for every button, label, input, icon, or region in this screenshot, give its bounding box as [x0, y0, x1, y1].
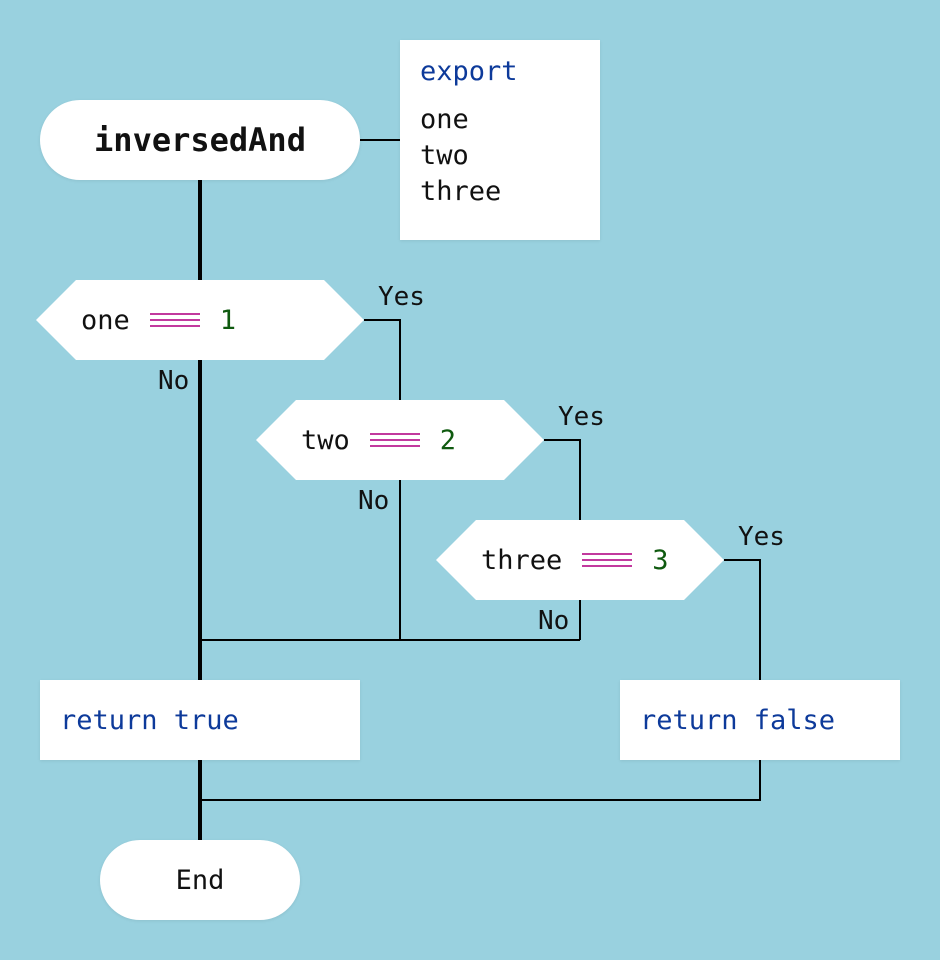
cond1-yes-branch [364, 319, 401, 400]
param-two: two [420, 140, 469, 171]
end-terminal: End [100, 840, 300, 920]
return-true-box: return true [40, 680, 360, 760]
cond2-no-label: No [358, 486, 390, 516]
cond1-yes-label: Yes [378, 282, 425, 312]
strict-equals-operator [150, 312, 200, 328]
param-three: three [420, 176, 502, 207]
cond2-yes-label: Yes [558, 402, 605, 432]
false-return-merge [200, 760, 761, 801]
condition-value: 2 [439, 424, 457, 456]
export-keyword: export [420, 56, 518, 87]
cond1-no-label: No [158, 366, 190, 396]
condition-three: three 3 [436, 520, 724, 600]
cond3-no-label: No [538, 606, 570, 636]
strict-equals-operator [370, 432, 420, 448]
end-label: End [175, 864, 225, 896]
condition-variable: one [81, 304, 130, 336]
strict-equals-operator [582, 552, 632, 568]
function-name: inversedAnd [94, 121, 306, 159]
start-terminal: inversedAnd [40, 100, 360, 180]
return-false-text: return false [640, 704, 836, 736]
condition-two: two 2 [256, 400, 544, 480]
param-one: one [420, 104, 469, 135]
condition-one: one 1 [36, 280, 364, 360]
cond2-yes-branch [544, 439, 581, 520]
export-box: export one two three [400, 40, 600, 240]
cond3-yes-label: Yes [738, 522, 785, 552]
condition-variable: three [481, 544, 563, 576]
return-false-box: return false [620, 680, 900, 760]
return-true-text: return true [60, 704, 239, 736]
condition-variable: two [301, 424, 350, 456]
cond3-yes-branch [724, 559, 761, 680]
condition-value: 3 [652, 544, 669, 576]
condition-value: 1 [219, 304, 237, 336]
